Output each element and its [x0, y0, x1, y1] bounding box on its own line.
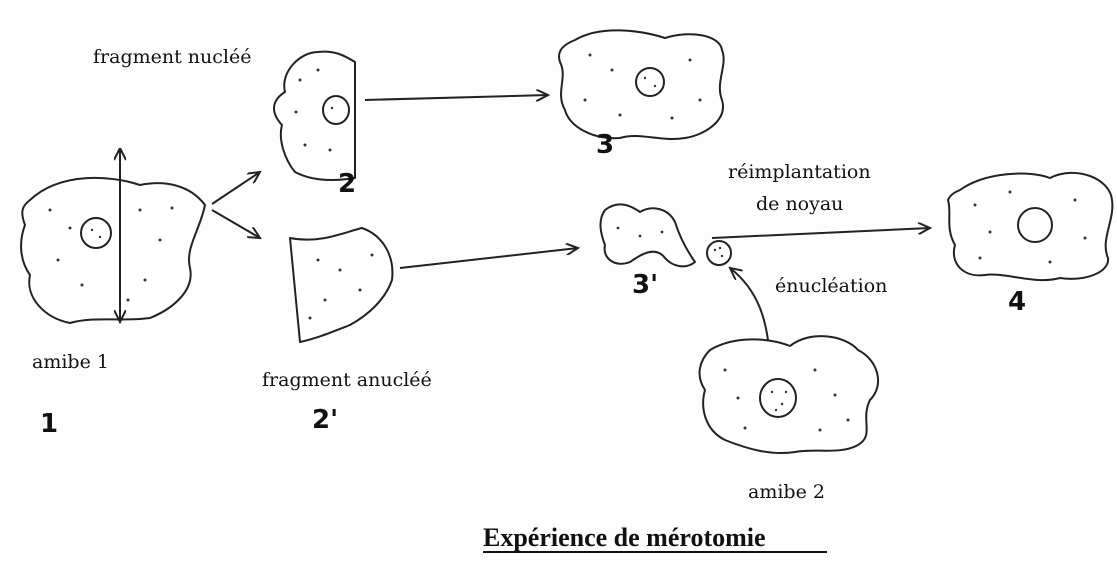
cell-3-prime	[600, 204, 695, 266]
arrow-to-anucleated	[212, 210, 260, 238]
amoeba-2	[700, 336, 879, 453]
nucleus	[760, 379, 796, 417]
fragment-anucleated	[290, 228, 392, 342]
stage-number-2-prime: 2'	[312, 405, 338, 435]
nucleus	[81, 218, 111, 248]
stage-number-4: 4	[1008, 287, 1026, 317]
stage-number-2: 2	[338, 169, 356, 199]
nucleus	[636, 68, 664, 96]
label-reimplantation: réimplantation	[728, 161, 871, 183]
nucleus	[323, 96, 349, 124]
label-amoeba-2: amibe 2	[748, 481, 825, 503]
stage-number-1: 1	[40, 409, 58, 439]
arrow-degeneration	[400, 248, 578, 268]
nucleus	[1018, 208, 1052, 242]
cell-3	[559, 30, 724, 139]
diagram-title: Expérience de mérotomie	[483, 523, 766, 552]
cell-4	[948, 173, 1112, 280]
label-de-noyau: de noyau	[756, 193, 843, 215]
fragment-nucleated	[274, 52, 355, 180]
stage-number-3: 3	[596, 130, 614, 160]
arrow-reimplantation	[712, 228, 930, 238]
label-fragment-nucleated: fragment nucléé	[93, 46, 251, 68]
arrow-to-nucleated	[212, 172, 260, 204]
arrow-regeneration	[365, 95, 548, 100]
label-fragment-anucleated: fragment anucléé	[262, 369, 432, 391]
amoeba-1	[21, 178, 205, 323]
stage-number-3-prime: 3'	[632, 270, 658, 300]
label-enucleation: énucléation	[775, 275, 887, 297]
transplanted-nucleus	[707, 241, 731, 265]
label-amoeba-1: amibe 1	[32, 351, 109, 373]
